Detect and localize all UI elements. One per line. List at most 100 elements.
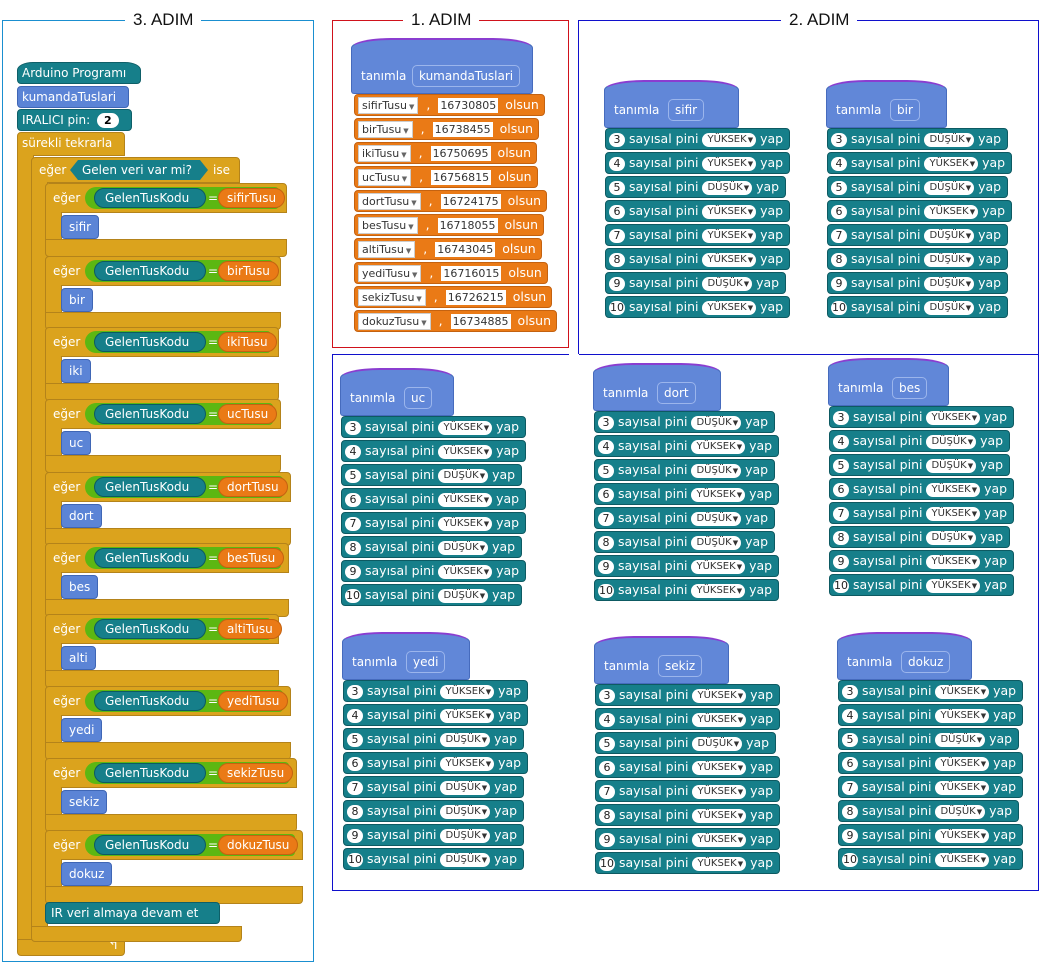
pin-number-input[interactable]: 5 — [598, 463, 614, 478]
key-variable[interactable]: besTusu — [218, 548, 285, 568]
set-key-block[interactable]: ikiTusu▼ , 16750695 olsun — [354, 142, 538, 164]
state-dropdown[interactable]: YÜKSEK▼ — [702, 252, 757, 267]
pin-number-input[interactable]: 8 — [598, 535, 614, 550]
pin-number-input[interactable]: 3 — [609, 132, 625, 147]
pin-number-input[interactable]: 8 — [831, 252, 847, 267]
pin-number-input[interactable]: 10 — [598, 583, 614, 598]
key-dropdown[interactable]: birTusu▼ — [358, 121, 413, 138]
state-dropdown[interactable]: YÜKSEK▼ — [692, 712, 747, 727]
state-dropdown[interactable]: YÜKSEK▼ — [702, 132, 757, 147]
code-input[interactable]: 16730805 — [438, 98, 499, 113]
state-dropdown[interactable]: DÜŞÜK▼ — [924, 132, 975, 147]
state-dropdown[interactable]: DÜŞÜK▼ — [926, 434, 977, 449]
state-dropdown[interactable]: DÜŞÜK▼ — [440, 732, 491, 747]
pin-number-input[interactable]: 10 — [345, 588, 361, 603]
set-key-block[interactable]: dokuzTusu▼ , 16734885 olsun — [354, 310, 558, 332]
pin-number-input[interactable]: 9 — [598, 559, 614, 574]
state-dropdown[interactable]: YÜKSEK▼ — [691, 559, 746, 574]
pin-number-input[interactable]: 4 — [842, 708, 858, 723]
state-dropdown[interactable]: DÜŞÜK▼ — [691, 535, 742, 550]
key-dropdown[interactable]: yediTusu▼ — [358, 265, 422, 282]
state-dropdown[interactable]: YÜKSEK▼ — [692, 760, 747, 775]
key-variable[interactable]: birTusu — [218, 261, 279, 281]
gelentuskodu-variable[interactable]: GelenTusKodu — [94, 261, 206, 281]
key-variable[interactable]: sifirTusu — [218, 188, 286, 208]
state-dropdown[interactable]: YÜKSEK▼ — [924, 156, 979, 171]
key-variable[interactable]: yediTusu — [218, 691, 289, 711]
state-dropdown[interactable]: DÜŞÜK▼ — [438, 540, 489, 555]
code-input[interactable]: 16718055 — [437, 218, 498, 233]
pin-number-input[interactable]: 3 — [599, 688, 615, 703]
state-dropdown[interactable]: YÜKSEK▼ — [692, 688, 747, 703]
state-dropdown[interactable]: YÜKSEK▼ — [440, 684, 495, 699]
pin-number-input[interactable]: 7 — [842, 780, 858, 795]
state-dropdown[interactable]: YÜKSEK▼ — [926, 482, 981, 497]
state-dropdown[interactable]: YÜKSEK▼ — [935, 708, 990, 723]
set-key-block[interactable]: besTusu▼ , 16718055 olsun — [354, 214, 545, 236]
state-dropdown[interactable]: YÜKSEK▼ — [438, 492, 493, 507]
ir-resume-block[interactable]: IR veri almaya devam et — [45, 902, 220, 924]
pin-number-input[interactable]: 9 — [345, 564, 361, 579]
state-dropdown[interactable]: DÜŞÜK▼ — [691, 415, 742, 430]
pin-number-input[interactable]: 5 — [347, 732, 363, 747]
procedure-call-block[interactable]: bir — [61, 288, 93, 312]
pin-number-input[interactable]: 9 — [842, 828, 858, 843]
data-available-condition[interactable]: Gelen veri var mi? — [70, 160, 208, 180]
state-dropdown[interactable]: DÜŞÜK▼ — [924, 276, 975, 291]
procedure-call-block[interactable]: alti — [61, 646, 96, 670]
pin-number-input[interactable]: 4 — [831, 156, 847, 171]
key-dropdown[interactable]: altiTusu▼ — [358, 241, 416, 258]
pin-number-input[interactable]: 8 — [599, 808, 615, 823]
state-dropdown[interactable]: DÜŞÜK▼ — [924, 300, 975, 315]
pin-number-input[interactable]: 6 — [345, 492, 361, 507]
pin-number-input[interactable]: 5 — [599, 736, 615, 751]
gelentuskodu-variable[interactable]: GelenTusKodu — [94, 404, 206, 424]
gelentuskodu-variable[interactable]: GelenTusKodu — [94, 691, 206, 711]
pin-number-input[interactable]: 10 — [842, 852, 858, 867]
state-dropdown[interactable]: DÜŞÜK▼ — [440, 780, 491, 795]
gelentuskodu-variable[interactable]: GelenTusKodu — [94, 835, 206, 855]
key-variable[interactable]: altiTusu — [218, 619, 282, 639]
state-dropdown[interactable]: YÜKSEK▼ — [935, 684, 990, 699]
call-kumandatuslari-block[interactable]: kumandaTuslari — [17, 86, 129, 108]
procedure-call-block[interactable]: sekiz — [61, 790, 108, 814]
state-dropdown[interactable]: DÜŞÜK▼ — [926, 458, 977, 473]
state-dropdown[interactable]: YÜKSEK▼ — [702, 204, 757, 219]
state-dropdown[interactable]: DÜŞÜK▼ — [440, 804, 491, 819]
pin-number-input[interactable]: 5 — [833, 458, 849, 473]
pin-number-input[interactable]: 10 — [833, 578, 849, 593]
state-dropdown[interactable]: YÜKSEK▼ — [691, 583, 746, 598]
state-dropdown[interactable]: YÜKSEK▼ — [692, 784, 747, 799]
code-input[interactable]: 16734885 — [450, 314, 511, 329]
pin-number-input[interactable]: 6 — [842, 756, 858, 771]
procedure-call-block[interactable]: uc — [61, 431, 92, 455]
pin-number-input[interactable]: 6 — [831, 204, 847, 219]
state-dropdown[interactable]: DÜŞÜK▼ — [440, 852, 491, 867]
define-procedure-hat[interactable]: tanımla dort — [593, 363, 721, 411]
